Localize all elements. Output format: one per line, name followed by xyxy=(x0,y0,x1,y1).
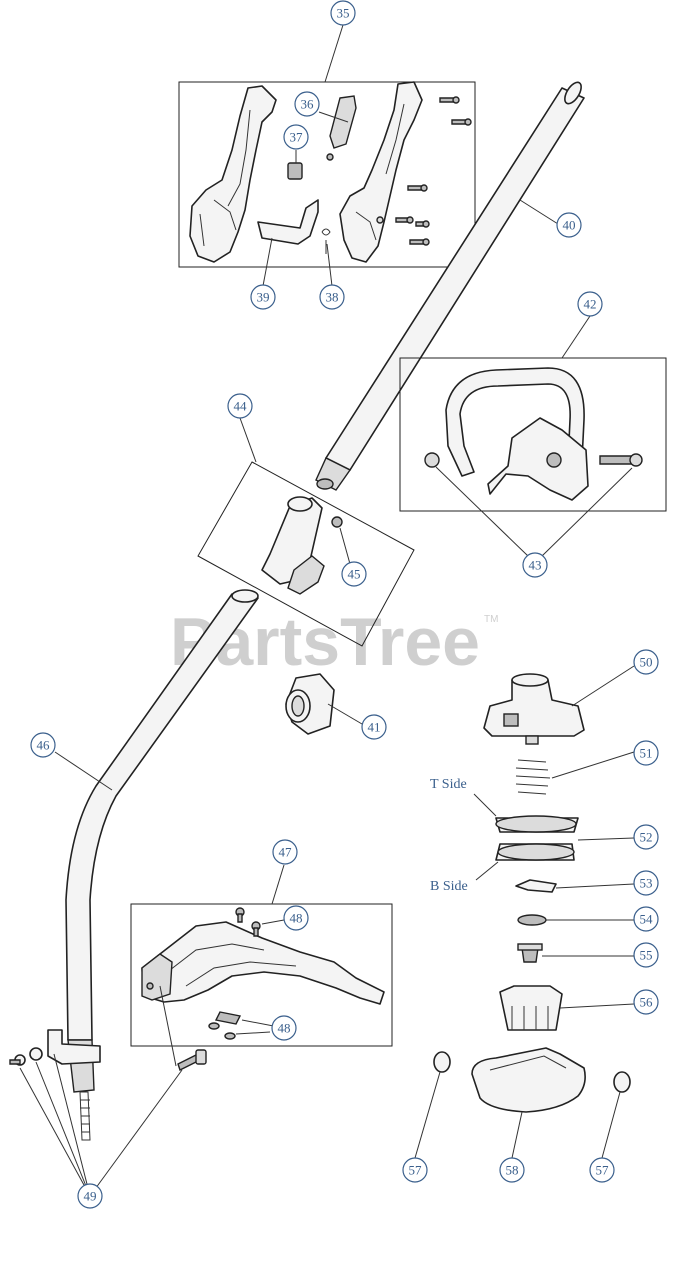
spring-part-38 xyxy=(321,228,331,254)
callout-48-top: 48 xyxy=(283,905,309,931)
svg-text:43: 43 xyxy=(529,558,542,573)
svg-text:52: 52 xyxy=(640,830,653,845)
svg-text:58: 58 xyxy=(506,1163,519,1178)
svg-text:49: 49 xyxy=(84,1189,97,1204)
mounting-hardware-49 xyxy=(9,985,207,1197)
trigger-part-39 xyxy=(257,199,319,245)
upper-shaft-group xyxy=(315,81,585,491)
callout-40: 40 xyxy=(556,212,582,238)
coupler-frame xyxy=(197,461,415,647)
svg-text:35: 35 xyxy=(337,6,350,21)
handle-housing-frame xyxy=(178,81,476,268)
loop-handle-frame xyxy=(399,357,667,512)
handle-bolt xyxy=(599,455,633,465)
callout-labels: 35 36 37 38 39 40 41 42 43 44 45 46 47 4… xyxy=(30,0,659,1209)
callout-47: 47 xyxy=(272,839,298,865)
bump-cover-58 xyxy=(471,1047,586,1113)
coupler-group xyxy=(197,417,415,647)
callout-36: 36 xyxy=(294,91,320,117)
callout-51: 51 xyxy=(633,740,659,766)
washer-54 xyxy=(517,914,547,926)
shaft-clamp xyxy=(47,1029,101,1065)
svg-text:56: 56 xyxy=(640,995,654,1010)
callout-49: 49 xyxy=(77,1183,103,1209)
spring-51 xyxy=(515,759,551,795)
svg-text:47: 47 xyxy=(279,845,293,860)
trimmer-head-group: T Side B Side xyxy=(414,665,635,1159)
svg-text:54: 54 xyxy=(640,912,654,927)
callout-37: 37 xyxy=(283,124,309,150)
svg-text:48: 48 xyxy=(278,1021,291,1036)
callout-43: 43 xyxy=(522,552,548,578)
spool-housing-56 xyxy=(499,985,563,1031)
svg-text:53: 53 xyxy=(640,876,653,891)
lower-shaft-group xyxy=(47,589,259,1141)
svg-text:46: 46 xyxy=(37,738,51,753)
guard-screws-top xyxy=(235,907,261,937)
callout-44: 44 xyxy=(227,393,253,419)
housing-screws xyxy=(395,96,472,246)
svg-text:36: 36 xyxy=(301,97,315,112)
b-side-label: B Side xyxy=(430,879,468,894)
loop-handle-group xyxy=(399,315,667,557)
right-housing-half xyxy=(339,81,423,263)
connector-sleeve-group xyxy=(285,673,363,735)
eyelet-57-right xyxy=(613,1071,631,1093)
svg-text:41: 41 xyxy=(368,720,381,735)
callout-39: 39 xyxy=(250,284,276,310)
svg-text:50: 50 xyxy=(640,655,653,670)
callout-35: 35 xyxy=(330,0,356,26)
callout-46: 46 xyxy=(30,732,56,758)
eyelet-53 xyxy=(515,879,557,893)
svg-text:37: 37 xyxy=(290,130,304,145)
svg-text:48: 48 xyxy=(290,911,303,926)
svg-text:55: 55 xyxy=(640,948,653,963)
svg-text:38: 38 xyxy=(326,290,339,305)
callout-42: 42 xyxy=(577,291,603,317)
svg-text:57: 57 xyxy=(596,1163,610,1178)
guard-group xyxy=(130,864,393,1047)
callout-58: 58 xyxy=(499,1157,525,1183)
guard-frame xyxy=(130,903,393,1047)
callout-41: 41 xyxy=(361,714,387,740)
svg-text:40: 40 xyxy=(563,218,576,233)
switch-part-36 xyxy=(329,95,357,149)
threaded-end xyxy=(79,1091,91,1141)
guard-nuts-bottom xyxy=(208,1011,242,1040)
svg-text:39: 39 xyxy=(257,290,270,305)
svg-text:51: 51 xyxy=(640,746,653,761)
handle-nut xyxy=(424,452,440,468)
svg-text:42: 42 xyxy=(584,297,597,312)
t-side-label: T Side xyxy=(430,777,467,792)
callout-53: 53 xyxy=(633,870,659,896)
left-housing-half xyxy=(189,85,277,263)
switch-part-37 xyxy=(287,162,303,180)
callout-57-right: 57 xyxy=(589,1157,615,1183)
coupler-knob xyxy=(287,555,325,595)
svg-text:44: 44 xyxy=(234,399,248,414)
callout-50: 50 xyxy=(633,649,659,675)
coupler-screw-45 xyxy=(331,516,343,528)
svg-text:57: 57 xyxy=(409,1163,423,1178)
callout-57-left: 57 xyxy=(402,1157,428,1183)
callout-56: 56 xyxy=(633,989,659,1015)
callout-52: 52 xyxy=(633,824,659,850)
loop-handle-clamp xyxy=(487,417,589,501)
svg-text:45: 45 xyxy=(348,567,361,582)
callout-38: 38 xyxy=(319,284,345,310)
eyelet-57-left xyxy=(433,1051,451,1073)
watermark-trademark: TM xyxy=(484,614,498,625)
callout-54: 54 xyxy=(633,906,659,932)
head-cover-50 xyxy=(483,679,585,737)
handle-housing-group xyxy=(178,24,476,287)
callout-48-bottom: 48 xyxy=(271,1015,297,1041)
callout-45: 45 xyxy=(341,561,367,587)
callout-55: 55 xyxy=(633,942,659,968)
